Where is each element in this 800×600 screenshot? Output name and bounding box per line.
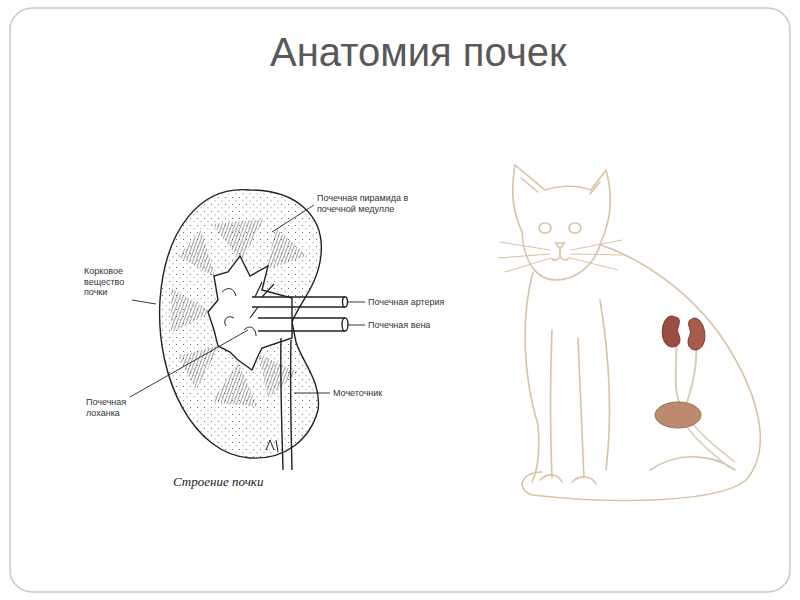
renal-vein — [258, 318, 345, 331]
kidney-outline — [160, 190, 322, 459]
leader-lines — [130, 205, 365, 397]
leader-line — [347, 302, 365, 303]
cat-body — [522, 245, 760, 500]
pyramid — [178, 230, 216, 278]
pyramid — [258, 354, 298, 398]
leader-line — [348, 325, 365, 326]
slide-frame — [10, 8, 790, 592]
part-label: Почечная вена — [368, 320, 430, 331]
cat-kidney — [688, 318, 705, 350]
part-label: Почечная пирамида в почечной медулле — [317, 193, 417, 214]
cat-paws — [540, 475, 596, 484]
cat-illustration — [498, 165, 760, 500]
leader-line — [272, 205, 314, 232]
cat-head — [513, 165, 610, 280]
artist-mark — [266, 440, 278, 452]
cat-bladder — [655, 402, 701, 428]
renal-pelvis — [208, 256, 292, 370]
calyx-lines — [222, 289, 256, 336]
cat-kidney — [662, 316, 680, 347]
part-label: Почечная лоханка — [86, 397, 134, 418]
leader-line — [294, 393, 330, 394]
cat-eye — [569, 223, 581, 233]
ureter — [281, 338, 292, 470]
vein-end — [342, 318, 348, 331]
artery-end — [343, 297, 348, 307]
cat-legs — [551, 300, 610, 478]
kidney-section — [160, 190, 348, 470]
pyramid — [212, 219, 264, 262]
cat-nose — [552, 243, 569, 260]
cat-ears — [521, 178, 600, 194]
leader-line — [130, 330, 248, 397]
pyramid — [178, 345, 220, 390]
leader-line — [132, 300, 156, 304]
figure-caption: Строение почки — [173, 474, 263, 490]
part-label: Мочеточник — [333, 388, 382, 399]
cat-hindleg — [650, 457, 735, 470]
cat-urinary-system — [655, 316, 735, 468]
pyramid — [171, 288, 212, 333]
renal-artery — [252, 297, 345, 307]
pyramid — [266, 228, 307, 270]
cat-eye — [539, 223, 551, 233]
slide-title: Анатомия почек — [270, 30, 566, 75]
part-label: Корковое вещество почки — [84, 266, 130, 298]
artery-branches — [250, 282, 274, 318]
cat-urethra — [684, 420, 735, 468]
part-label: Почечная артерия — [368, 297, 444, 308]
renal-pyramids — [171, 219, 307, 407]
cat-whiskers — [498, 240, 625, 272]
